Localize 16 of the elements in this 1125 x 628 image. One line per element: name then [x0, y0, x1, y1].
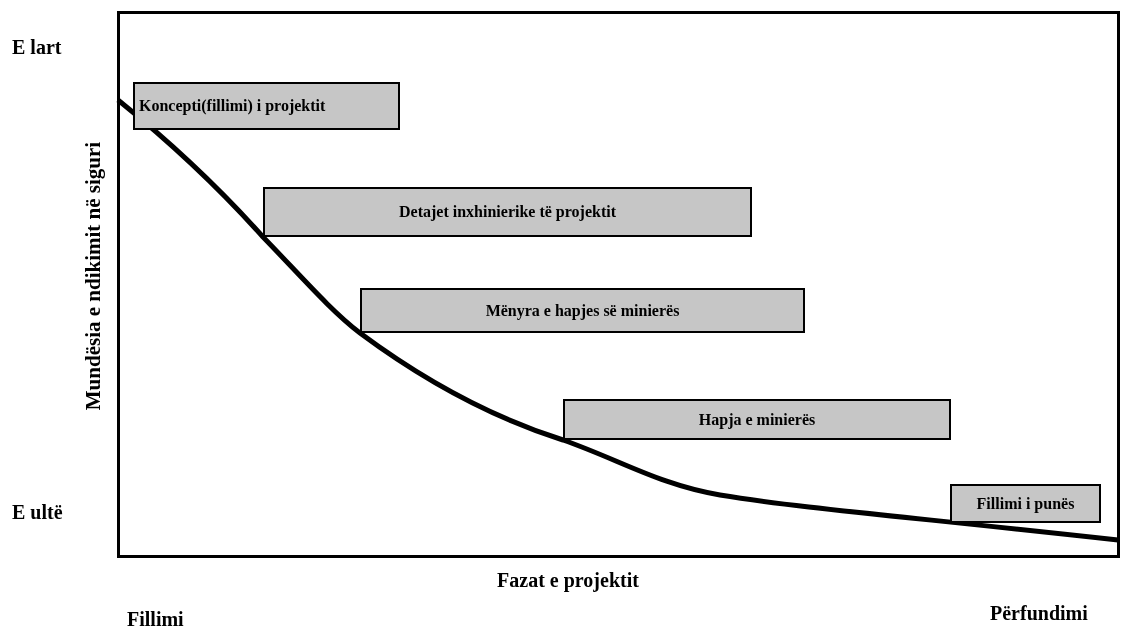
axis-title: Mundësia e ndikimit në siguri: [80, 140, 106, 413]
phase-box: [263, 187, 752, 237]
axis-title: Fazat e projektit: [496, 568, 640, 593]
axis-end-label: Fillimi: [127, 607, 184, 628]
phase-label: Detajet inxhinierike të projektit: [399, 202, 616, 222]
phase-label: Koncepti(fillimi) i projektit: [139, 96, 326, 116]
phase-box: [133, 82, 400, 130]
phase-label: Mënyra e hapjes së minierës: [485, 300, 680, 321]
phase-box: [950, 484, 1101, 523]
phase-box: [563, 399, 951, 440]
axis-end-label: Përfundimi: [990, 601, 1088, 626]
phase-box: [360, 288, 805, 333]
axis-end-label: E ultë: [12, 500, 63, 525]
phase-label: Hapja e minierës: [698, 409, 816, 430]
axis-end-label: E lart: [12, 35, 62, 60]
phase-label: Fillimi i punës: [976, 493, 1075, 514]
